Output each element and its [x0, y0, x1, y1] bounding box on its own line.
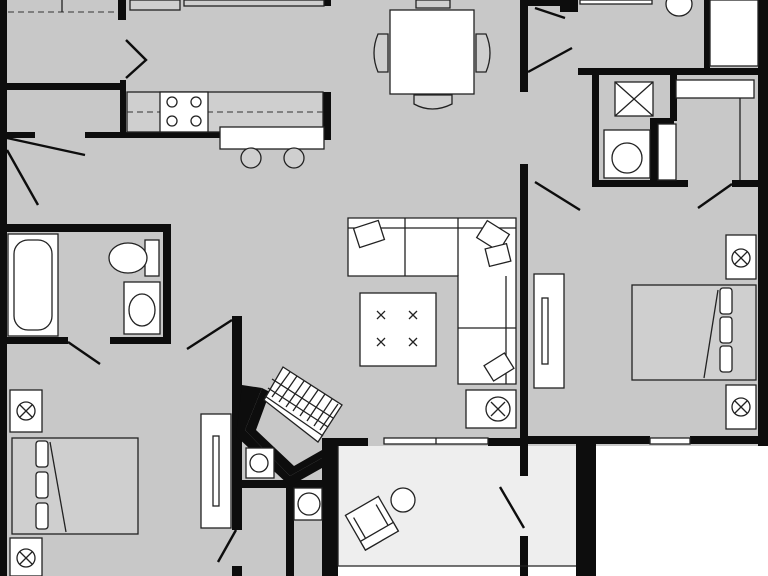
closet-door-top: [125, 39, 148, 79]
patio-chair-icon: [344, 495, 400, 551]
right-top-door: [534, 6, 566, 20]
left-bath: [7, 233, 161, 337]
right-bedroom-door: [534, 180, 581, 212]
sofa-icon: [347, 217, 517, 385]
nightstand-icon: [725, 384, 757, 430]
bar-stool: [240, 147, 262, 169]
nightstand-icon: [9, 537, 43, 576]
water-heater-icon: [245, 447, 275, 479]
side-table: [465, 389, 517, 429]
left-bedroom: [9, 389, 323, 576]
fireplace-icon: [263, 366, 343, 443]
right-bath-door: [527, 46, 573, 74]
bathtub-icon: [7, 233, 59, 337]
patio-door: [498, 486, 526, 529]
laundry: [603, 79, 755, 181]
shelf: [657, 123, 677, 181]
bathtub-icon: [709, 0, 759, 67]
coffee-table-icon: [359, 292, 437, 367]
bed-icon: [11, 437, 139, 535]
doors: [5, 6, 733, 563]
stove-icon: [159, 91, 209, 133]
tv-stand-icon: [533, 273, 565, 389]
right-top-bath: [579, 0, 759, 67]
dining-table-icon: [373, 0, 491, 110]
tv-stand-icon: [200, 413, 232, 529]
nightstand-icon: [9, 389, 43, 433]
left-bedroom-door: [186, 318, 233, 351]
window: [649, 437, 691, 445]
patio-table-icon: [390, 487, 416, 513]
left-bath-door: [5, 149, 40, 206]
entry-door-swing: [6, 136, 86, 157]
linen-closet: [675, 79, 755, 99]
patio: [337, 437, 576, 567]
toilet-icon: [108, 239, 160, 277]
toilet-icon: [665, 0, 693, 17]
vanity: [579, 0, 653, 5]
upper-counter-2: [183, 0, 325, 7]
sink-icon: [123, 281, 161, 335]
right-closet-door: [697, 183, 733, 209]
washer-icon: [603, 129, 651, 179]
right-bedroom: [533, 234, 757, 445]
bar-stool: [283, 147, 305, 169]
kitchen: [8, 0, 325, 169]
left-closet-door: [216, 529, 238, 563]
kitchen-counter: [126, 91, 324, 133]
left-bath-lower-door: [67, 341, 101, 365]
nightstand-icon: [725, 234, 757, 280]
upper-counter: [129, 0, 181, 11]
bar-counter: [219, 126, 325, 150]
bed-icon: [631, 284, 757, 381]
